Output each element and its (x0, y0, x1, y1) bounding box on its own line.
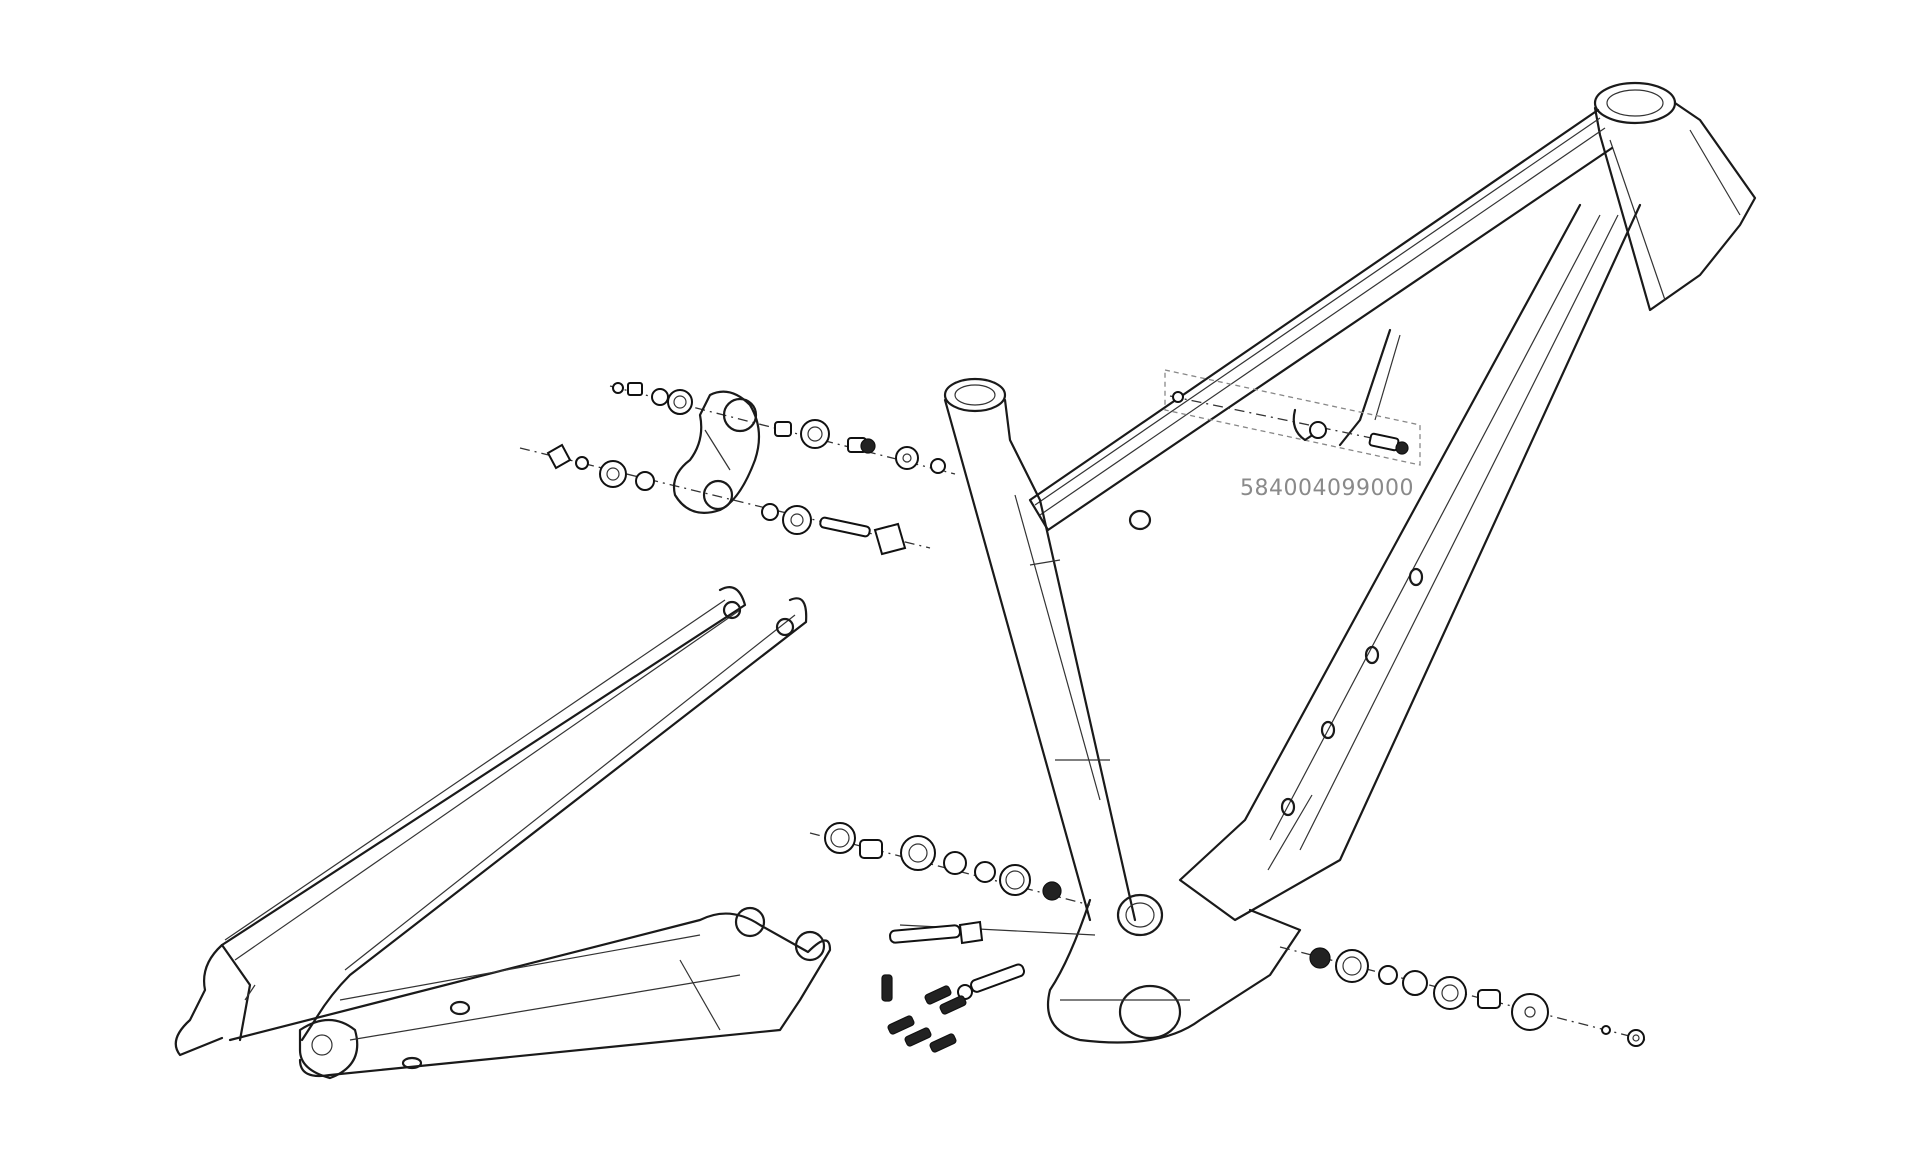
pivot-hardware-left (809, 822, 1096, 1000)
bottom-bracket-shell (1046, 893, 1302, 1044)
seat-stays (174, 586, 808, 1057)
down-tube (1178, 203, 1642, 922)
part-number-label: 584004099000 (1240, 476, 1414, 501)
cable-guides (881, 974, 967, 1053)
callout-shock-hardware: 584004099000 (1164, 369, 1421, 501)
top-tube (1028, 108, 1614, 532)
rocker-link-assembly (519, 382, 956, 556)
main-frame (943, 81, 1757, 1044)
rocker-link (672, 390, 761, 514)
pivot-hardware-right (1279, 946, 1646, 1047)
bolt-head (612, 382, 624, 394)
shock-mount (1338, 328, 1401, 447)
chain-stays (228, 906, 832, 1080)
seat-tube (943, 377, 1137, 922)
head-tube (1593, 81, 1757, 312)
